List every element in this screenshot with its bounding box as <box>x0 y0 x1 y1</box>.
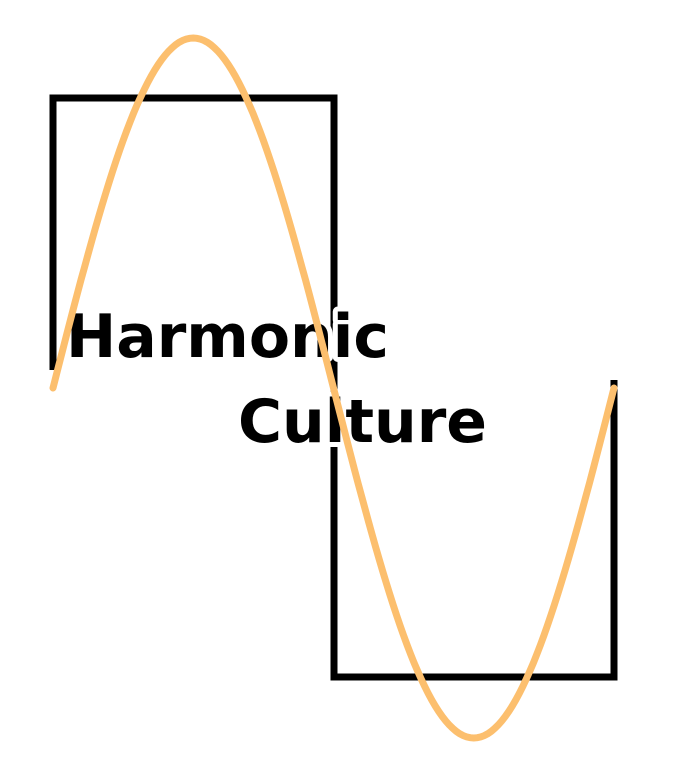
sine-wave <box>49 34 618 742</box>
logo-line-harmonic: Harmonic <box>66 302 389 372</box>
logo-line-culture: Culture <box>238 387 487 457</box>
